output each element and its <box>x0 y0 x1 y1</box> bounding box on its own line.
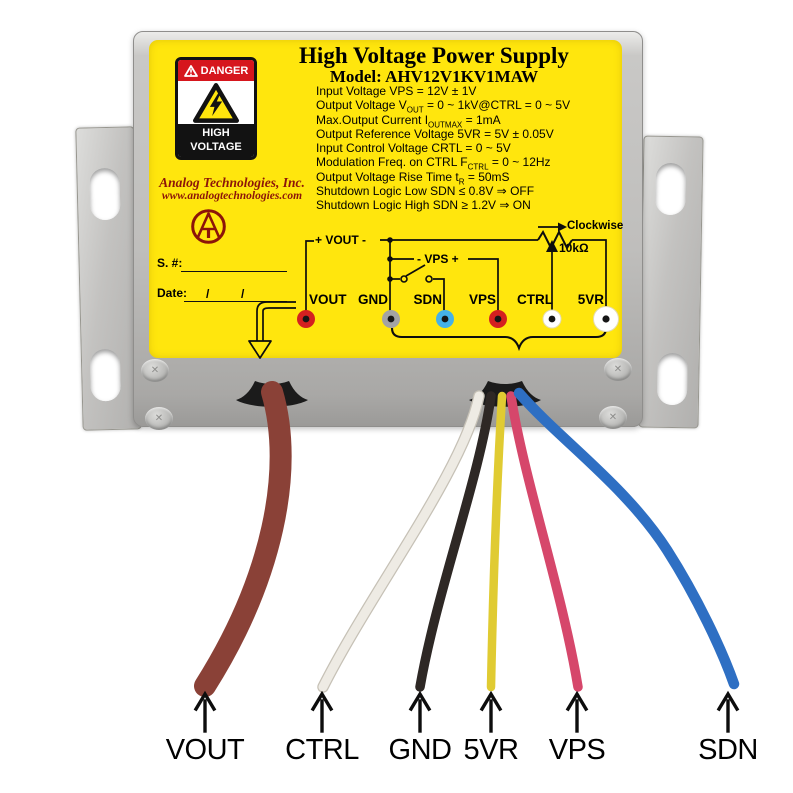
vout-polarity-label: + VOUT - <box>315 233 367 247</box>
terminal-hole <box>302 315 310 323</box>
spec-line: Output Reference Voltage 5VR = 5V ± 0.05… <box>316 126 554 141</box>
screw: ✕ <box>599 406 627 429</box>
warning-triangle-icon <box>183 64 198 77</box>
model-number: Model: AHV12V1KV1MAW <box>329 67 539 86</box>
brand-block: Analog Technologies, Inc. www.analogtech… <box>148 175 316 203</box>
date-slash: / <box>241 287 245 301</box>
vps-lead-line <box>468 258 499 312</box>
spec-line: Input Voltage VPS = 12V ± 1V <box>316 84 477 98</box>
junction-dot <box>387 276 393 282</box>
spec-line: Output Voltage VOUT = 0 ~ 1kV@CTRL = 0 ~… <box>316 98 571 115</box>
wire-bundle <box>194 381 740 697</box>
clockwise-arrowhead <box>558 222 567 232</box>
screw: ✕ <box>141 359 169 382</box>
wire-name-vout: VOUT <box>165 734 245 766</box>
spec-line: Shutdown Logic High SDN ≥ 1.2V ⇒ ON <box>316 198 531 213</box>
danger-footer: HIGH VOLTAGE <box>178 124 254 157</box>
wire-name-vps: VPS <box>548 734 606 766</box>
terminal-hole <box>387 315 395 323</box>
terminal-label-vout: VOUT <box>309 292 347 307</box>
terminal-hole <box>548 315 556 323</box>
terminal-label-vps: VPS <box>468 292 496 307</box>
wire-name-gnd: GND <box>388 734 452 766</box>
switch-lever <box>405 264 426 277</box>
wire-sdn-blue <box>513 387 740 690</box>
arrowhead <box>248 340 272 359</box>
terminal-hole <box>441 315 449 323</box>
terminals-brace <box>390 327 608 352</box>
terminal-label-5vr: 5VR <box>577 292 604 307</box>
terminal-label-gnd: GND <box>358 292 388 307</box>
potentiometer-value: 10kΩ <box>559 241 589 255</box>
screw: ✕ <box>604 358 632 381</box>
junction-dot <box>387 237 393 243</box>
junction-dot <box>387 256 393 262</box>
sdn-switch-contacts <box>400 275 433 283</box>
wire-gnd-black <box>415 391 496 692</box>
arrow-up-icon <box>193 690 217 733</box>
serial-field-label: S. #: <box>157 256 183 270</box>
date-blank-line <box>184 301 287 302</box>
terminal-label-ctrl: CTRL <box>517 292 553 307</box>
wire-name-sdn: SDN <box>698 734 758 766</box>
vout-lead-line <box>305 240 314 312</box>
terminals <box>297 306 619 332</box>
arrow-up-icon <box>565 690 589 733</box>
switch-contact <box>425 275 433 283</box>
serial-blank-line <box>181 271 287 272</box>
arrow-up-icon <box>408 690 432 733</box>
screw: ✕ <box>145 407 173 430</box>
spec-line: Modulation Freq. on CTRL FCTRL = 0 ~ 12H… <box>316 155 551 172</box>
arrow-up-icon <box>479 690 503 733</box>
high-voltage-warning-sign: DANGER HIGH VOLTAGE <box>175 57 257 160</box>
sdn-lead-line <box>433 278 445 312</box>
danger-text: DANGER <box>200 64 249 77</box>
arrow-up-icon <box>310 690 334 733</box>
wire-name-ctrl: CTRL <box>285 734 359 766</box>
wire-5vr-yellow <box>486 391 507 692</box>
company-website: www.analogtechnologies.com <box>161 190 303 202</box>
wire-vps-pink <box>506 391 583 692</box>
circuit-lines <box>305 226 607 312</box>
spec-line: Max.Output Current IOUTMAX = 1mA <box>316 112 501 129</box>
junction-dots <box>387 222 567 282</box>
spec-line: Shutdown Logic Low SDN ≤ 0.8V ⇒ OFF <box>316 184 535 199</box>
spec-line: Input Control Voltage CRTL = 0 ~ 5V <box>316 141 511 156</box>
wire-name-5vr: 5VR <box>463 734 519 766</box>
wiper-arrowhead <box>546 240 558 252</box>
date-field-label: Date: <box>157 286 188 300</box>
5vr-lead-line <box>572 239 607 312</box>
wire-vout-brown <box>194 381 292 697</box>
spec-list: Input Voltage VPS = 12V ± 1V Output Volt… <box>316 84 616 213</box>
switch-contact <box>400 275 408 283</box>
arrow-up-icon <box>716 690 740 733</box>
date-slash: / <box>206 287 210 301</box>
vout-exit-arrow <box>248 301 296 359</box>
terminal-hole <box>494 315 502 323</box>
at-logo-icon <box>191 209 226 244</box>
spec-line: Output Voltage Rise Time tR = 50mS <box>316 169 510 187</box>
wire-pointer-arrows <box>193 690 740 733</box>
lightning-triangle-icon <box>193 82 239 123</box>
danger-pictogram <box>178 81 254 124</box>
product-title: High Voltage Power Supply <box>299 43 569 68</box>
danger-header: DANGER <box>178 60 254 81</box>
company-name: Analog Technologies, Inc. <box>159 175 305 190</box>
resistor-zigzag <box>537 229 573 251</box>
vps-polarity-label: - VPS + <box>417 252 459 266</box>
terminal-hole <box>602 315 610 323</box>
clockwise-label: Clockwise <box>567 220 624 232</box>
wire-ctrl-white <box>318 391 484 692</box>
terminal-label-sdn: SDN <box>413 292 442 307</box>
